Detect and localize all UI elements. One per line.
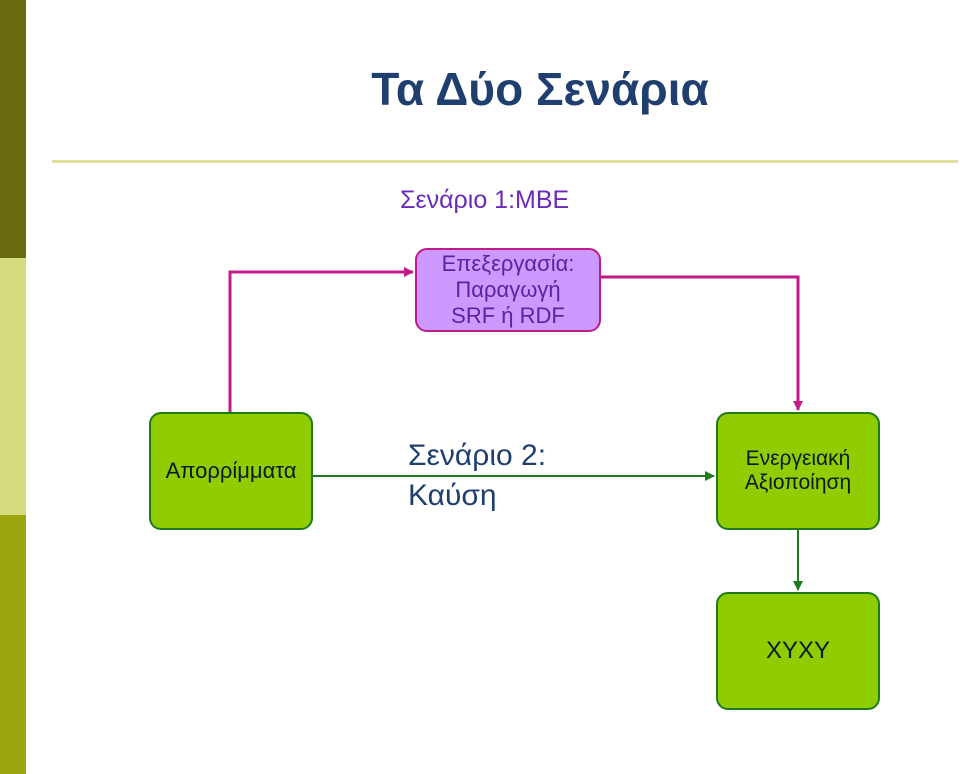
title-divider [52,160,958,163]
scenario1-label: Σενάριο 1:MBE [400,186,570,214]
sidebar-band-bottom [0,515,26,774]
scenario2-label: Σενάριο 2: Καύση [408,436,546,516]
energy-line2: Αξιοποίηση [744,471,852,494]
energy-line1: Ενεργειακή [745,447,851,470]
processing-box: Επεξεργασία: Παραγωγή SRF ή RDF [415,248,601,332]
processing-line1: Επεξεργασία: [441,251,575,276]
energy-recovery-box: Ενεργειακή Αξιοποίηση [716,412,880,530]
scenario2-line1: Σενάριο 2: [408,439,547,472]
processing-line2: Παραγωγή [455,277,561,302]
waste-box: Απορρίμματα [149,412,313,530]
chp-label: ΧΥΧΥ [765,637,831,664]
sidebar-band-top [0,0,26,258]
sidebar-band-middle [0,258,26,515]
arrow-processing-to-energy [601,275,803,411]
scenario2-line2: Καύση [408,479,497,512]
arrow-waste-to-processing [228,267,414,412]
processing-line3: SRF ή RDF [451,303,565,328]
page-title: Τα Δύο Σενάρια [371,63,709,115]
chp-box: ΧΥΧΥ [716,592,880,710]
waste-label: Απορρίμματα [165,458,297,483]
